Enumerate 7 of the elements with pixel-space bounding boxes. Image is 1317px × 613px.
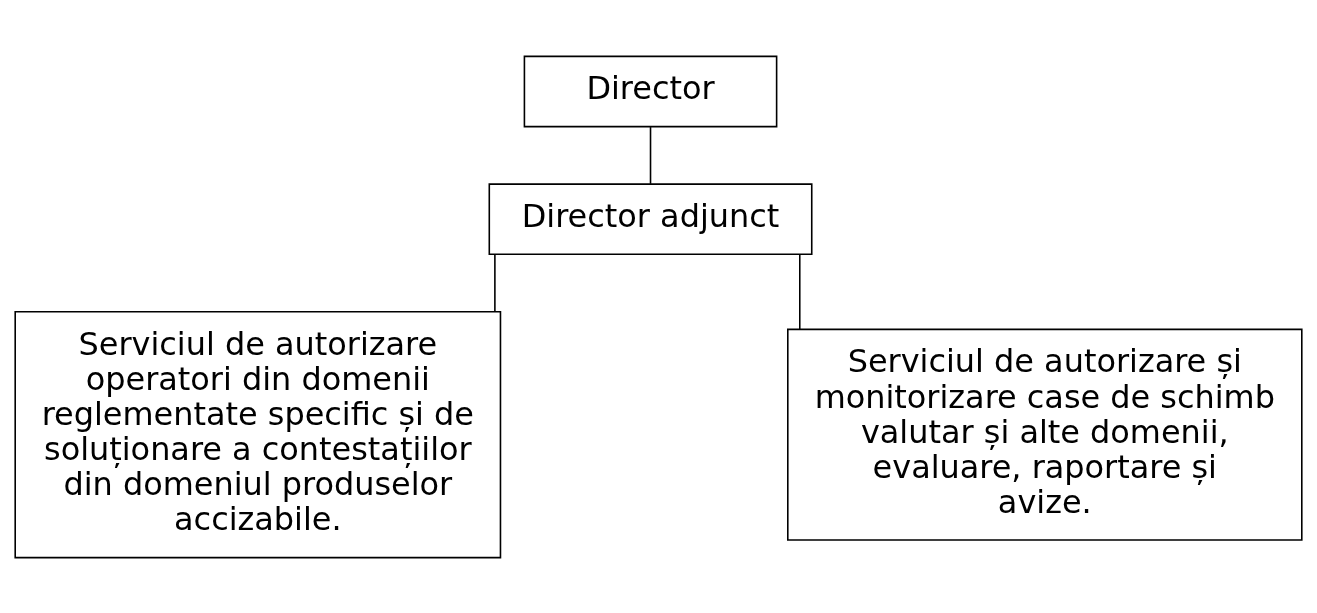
connector [494,253,496,312]
node-box: Serviciul de autorizare și monitorizare case de schimb valutar și alte domenii, evaluare, raportare și avize. [787,328,1303,541]
node-box: Director adjunct [488,182,813,255]
node-box: Director [523,55,778,127]
connector [649,125,652,185]
node-box: Serviciul de autorizare operatori din domenii reglementate specific și de soluționare a contestațiilor din domeniul produselor accizabile. [14,310,502,558]
connector [798,253,801,330]
